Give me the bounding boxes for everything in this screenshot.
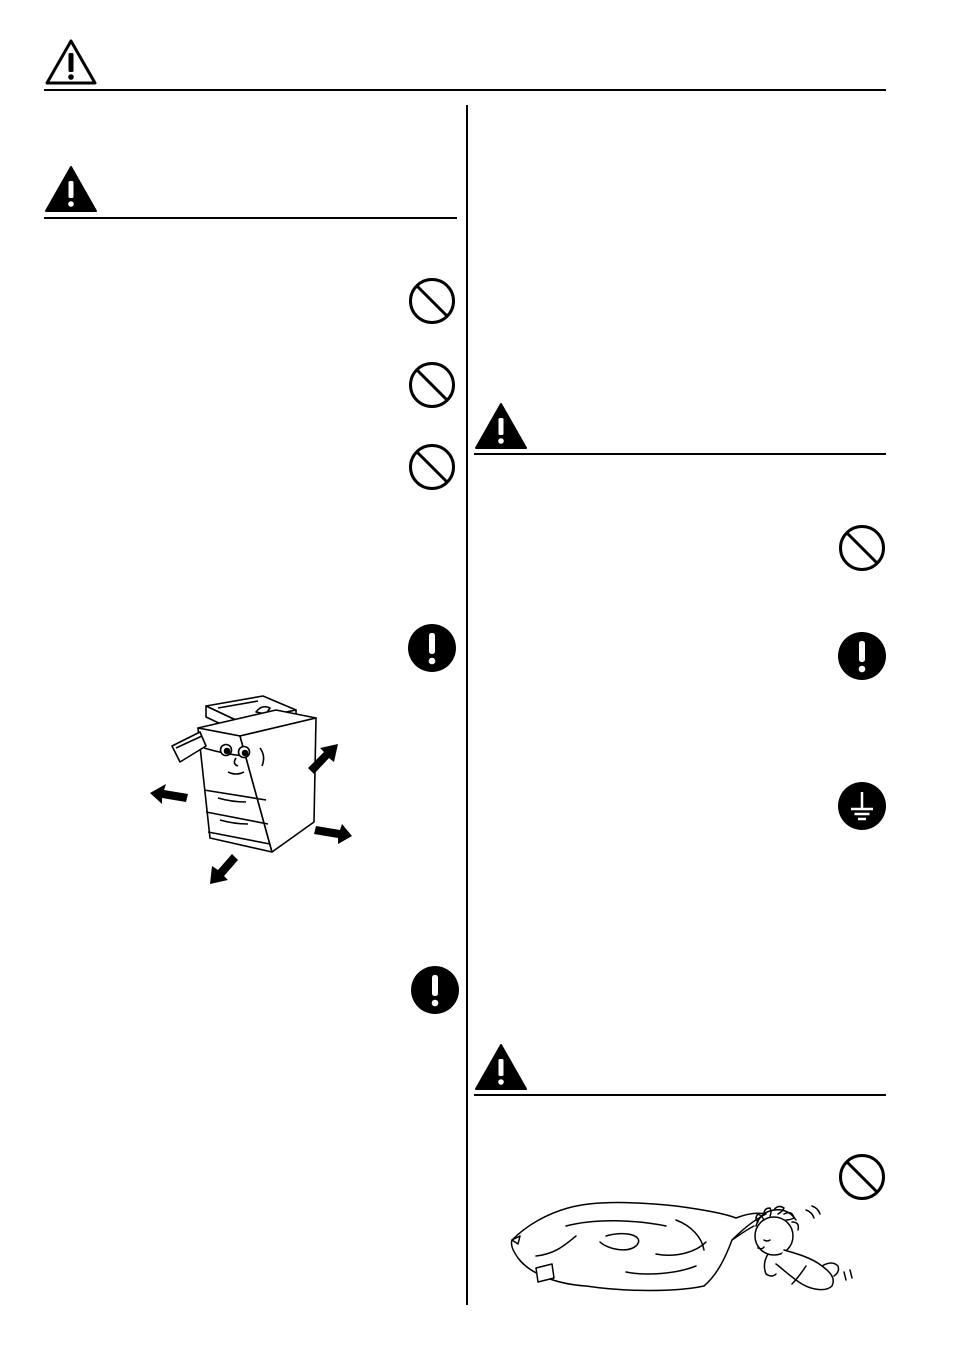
prohibited-icon [838,1153,886,1201]
header-rule [44,89,886,91]
prohibited-icon [408,277,456,325]
section-rule [474,1094,886,1096]
prohibited-icon [408,443,456,491]
prohibited-icon [838,524,886,572]
section-rule [474,453,886,455]
child-with-plastic-bag-illustration [506,1196,862,1300]
ground-connection-icon [838,782,886,830]
warning-icon [474,402,528,450]
required-action-icon [408,624,456,672]
required-action-icon [838,632,886,680]
header-caution-icon [44,38,98,86]
required-action-icon [411,966,459,1014]
column-divider [466,105,468,1305]
warning-icon [474,1043,528,1091]
copier-clearance-illustration [148,688,358,888]
warning-icon [44,165,98,213]
prohibited-icon [408,361,456,409]
section-rule [44,217,457,219]
